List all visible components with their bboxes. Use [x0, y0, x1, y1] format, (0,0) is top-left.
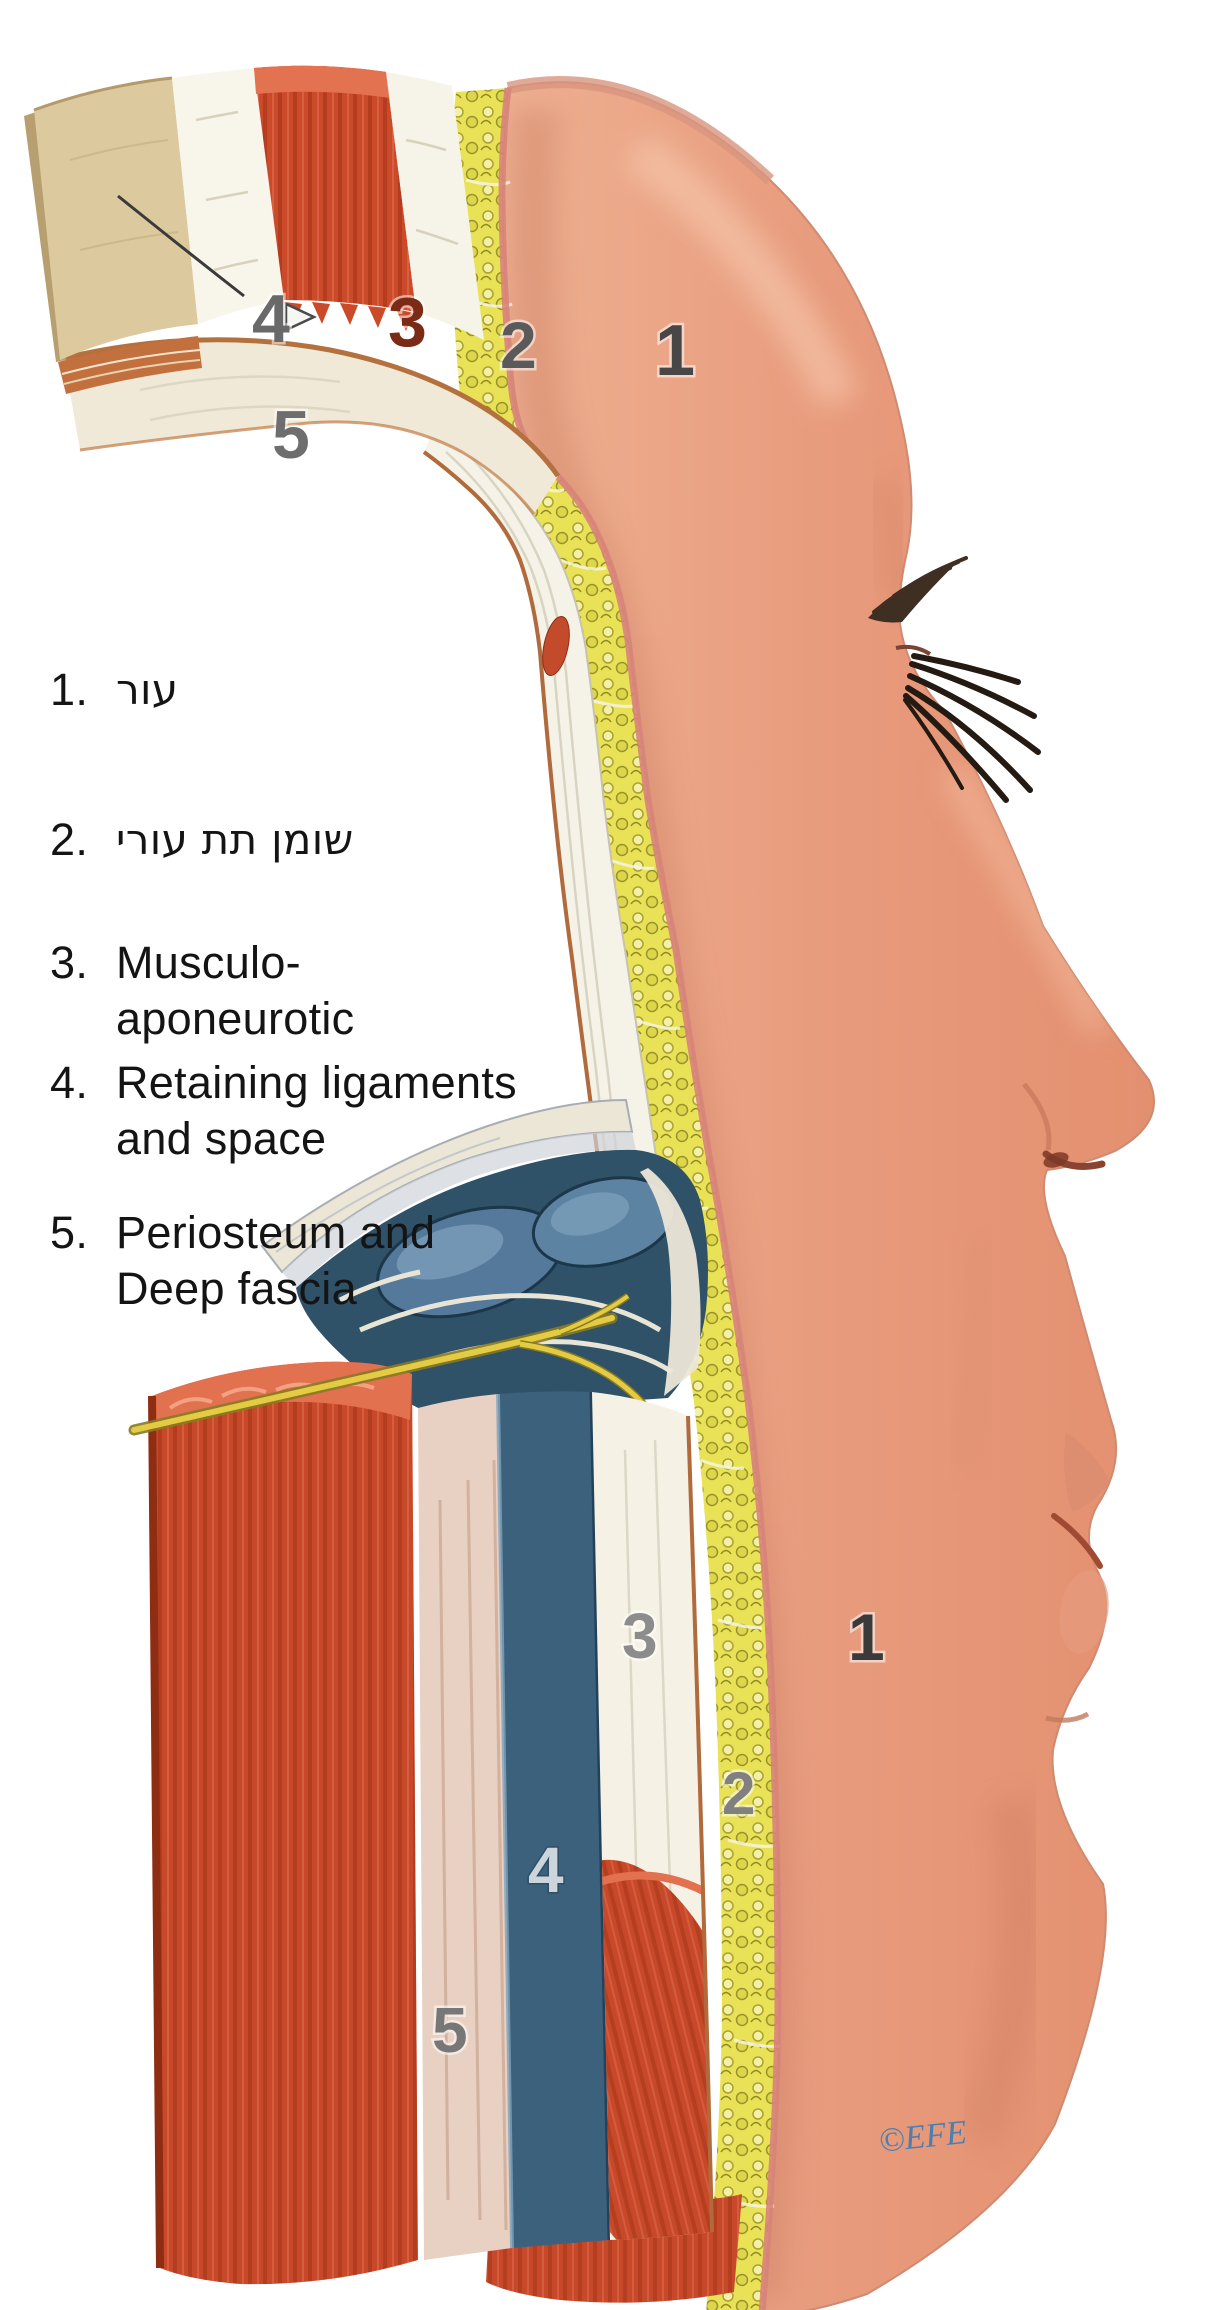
label-top-5: 5 [272, 397, 310, 473]
legend-label-5-line2: Deep fascia [116, 1263, 357, 1314]
artist-signature: ©EFE [877, 2114, 969, 2160]
upper-layer-stack [24, 65, 561, 515]
eyelashes [903, 653, 1041, 803]
arrowhead-icon [284, 302, 317, 332]
legend-label-5-line1: Periosteum and [116, 1207, 436, 1258]
label-bottom-3: 3 [622, 1600, 658, 1672]
legend-number-3: 3. [50, 937, 89, 988]
lower-layer-stack [128, 1098, 742, 2303]
legend-item-5: 5. Periosteum and Deep fascia [50, 1205, 435, 1317]
inner-fascia-band [386, 72, 484, 340]
periosteum-band [34, 78, 198, 360]
smas-band-lower [592, 1392, 714, 2240]
skin-top-edge [506, 76, 775, 185]
label-top-2: 2 [500, 308, 537, 382]
leader-line [117, 194, 245, 298]
dermis-edge-line [498, 87, 782, 2310]
legend-label-3: Musculo-aponeurotic [116, 937, 355, 1044]
subcutaneous-fat-layer [450, 87, 782, 2310]
legend-item-1: 1. עור [50, 662, 178, 718]
legend-item-2: 2. שומן תת עורי [50, 812, 354, 868]
layer-number-labels: 4 5 3 2 1 3 4 5 2 1 [250, 279, 888, 2069]
legend-number-2: 2. [50, 814, 89, 865]
legend-number-5: 5. [50, 1207, 89, 1258]
fat-fascia-streaks [465, 178, 781, 2208]
lips [1045, 1432, 1110, 1723]
label-top-3: 3 [388, 283, 427, 361]
nose [1022, 1082, 1106, 1170]
legend-label-4-line2: and space [116, 1113, 327, 1164]
label-top-4: 4 [252, 281, 290, 357]
legend: 1. עור 2. שומן תת עורי 3. Musculo-aponeu… [0, 0, 520, 2310]
periosteum-band-lower [418, 1394, 512, 2260]
eyebrow [868, 556, 968, 623]
label-top-1: 1 [655, 311, 695, 391]
legend-label-4-line1: Retaining ligaments [116, 1057, 517, 1108]
legend-number-1: 1. [50, 664, 89, 715]
label-bottom-2: 2 [722, 1760, 755, 1827]
smas-muscle-band [254, 65, 416, 331]
legend-item-3: 3. Musculo-aponeurotic [50, 935, 520, 1047]
legend-label-2: שומן תת עורי [116, 815, 354, 864]
legend-label-1: עור [116, 665, 179, 714]
deep-space-pockets [296, 1149, 708, 1414]
label-bottom-5: 5 [432, 1994, 468, 2066]
legend-item-4: 4. Retaining ligaments and space [50, 1055, 517, 1167]
facial-nerve [128, 1293, 652, 1436]
eyelid-line [895, 644, 932, 656]
muscle-pinch [542, 616, 570, 676]
label-bottom-1: 1 [848, 1600, 885, 1674]
legend-number-4: 4. [50, 1057, 89, 1108]
label-bottom-4: 4 [528, 1834, 564, 1906]
periosteum-strata [58, 336, 202, 394]
